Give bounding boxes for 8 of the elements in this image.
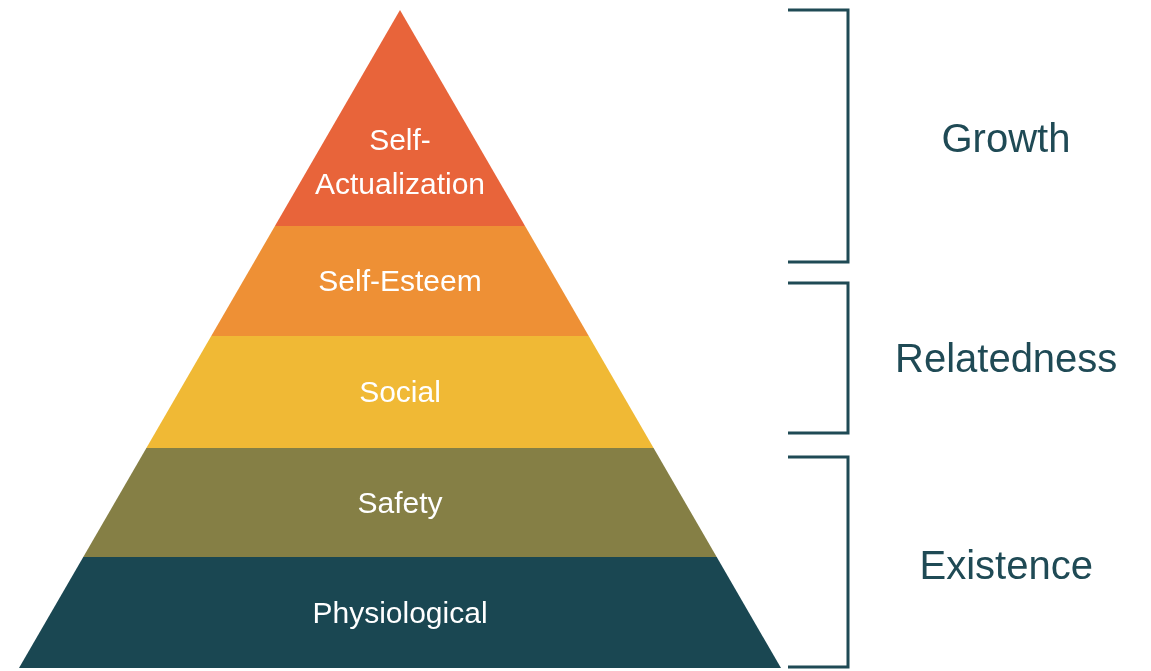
tier-label: Safety [357,484,443,521]
group-label: Existence [919,542,1093,588]
group-label: Growth [941,115,1071,161]
tier-label: Physiological [312,594,488,631]
tier-label: Social [359,374,441,410]
tier-label: Self-Esteem [318,263,482,299]
tier-label: Self-Actualization [313,122,487,202]
group-label: Relatedness [895,335,1118,381]
